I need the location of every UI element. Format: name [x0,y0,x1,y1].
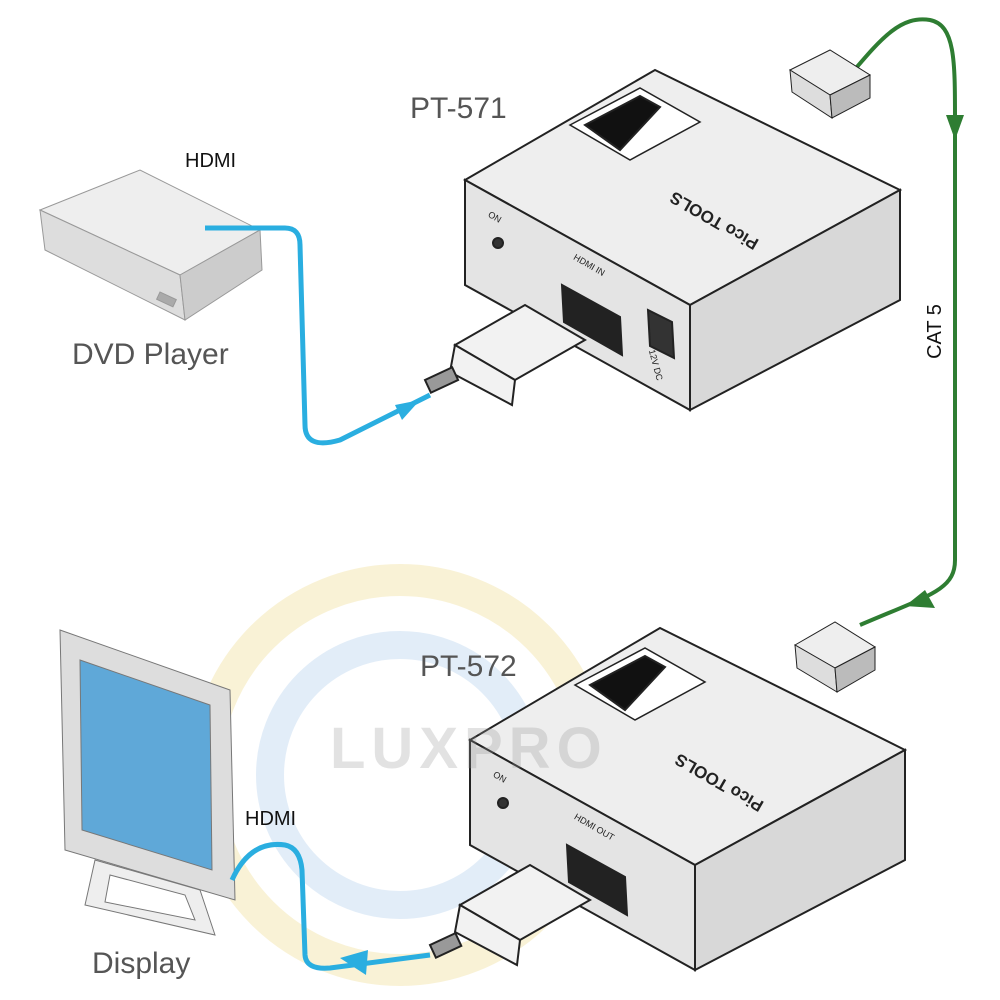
pt571-box [462,68,903,412]
rj45-connector-bottom-icon [793,621,877,693]
rj45-connector-top-icon [788,49,872,119]
hdmi-plug-top-icon [423,303,587,407]
dvd-player-icon [38,169,263,321]
hdmi-input-arrow [395,400,420,420]
hdmi-plug-bottom-icon [428,863,592,967]
hdmi-input-cable [205,225,432,446]
cat5-arrow-in [905,590,935,608]
pt572-box [467,626,908,972]
hdmi-output-label: HDMI [245,808,297,830]
cat5-label: CAT 5 [923,304,946,359]
pt572-label: PT-572 [420,650,517,683]
hdmi-output-arrow [340,950,368,975]
dvd-player-label: DVD Player [72,338,229,371]
display-monitor-icon [59,629,236,936]
pt571-label: PT-571 [410,92,507,125]
cat5-cable [848,17,957,627]
cat5-arrow-down [946,115,964,140]
hdmi-input-label: HDMI [185,150,237,172]
watermark-text: LUXPRO [330,716,608,781]
hdmi-output-cable [229,841,431,971]
display-label: Display [92,947,191,980]
